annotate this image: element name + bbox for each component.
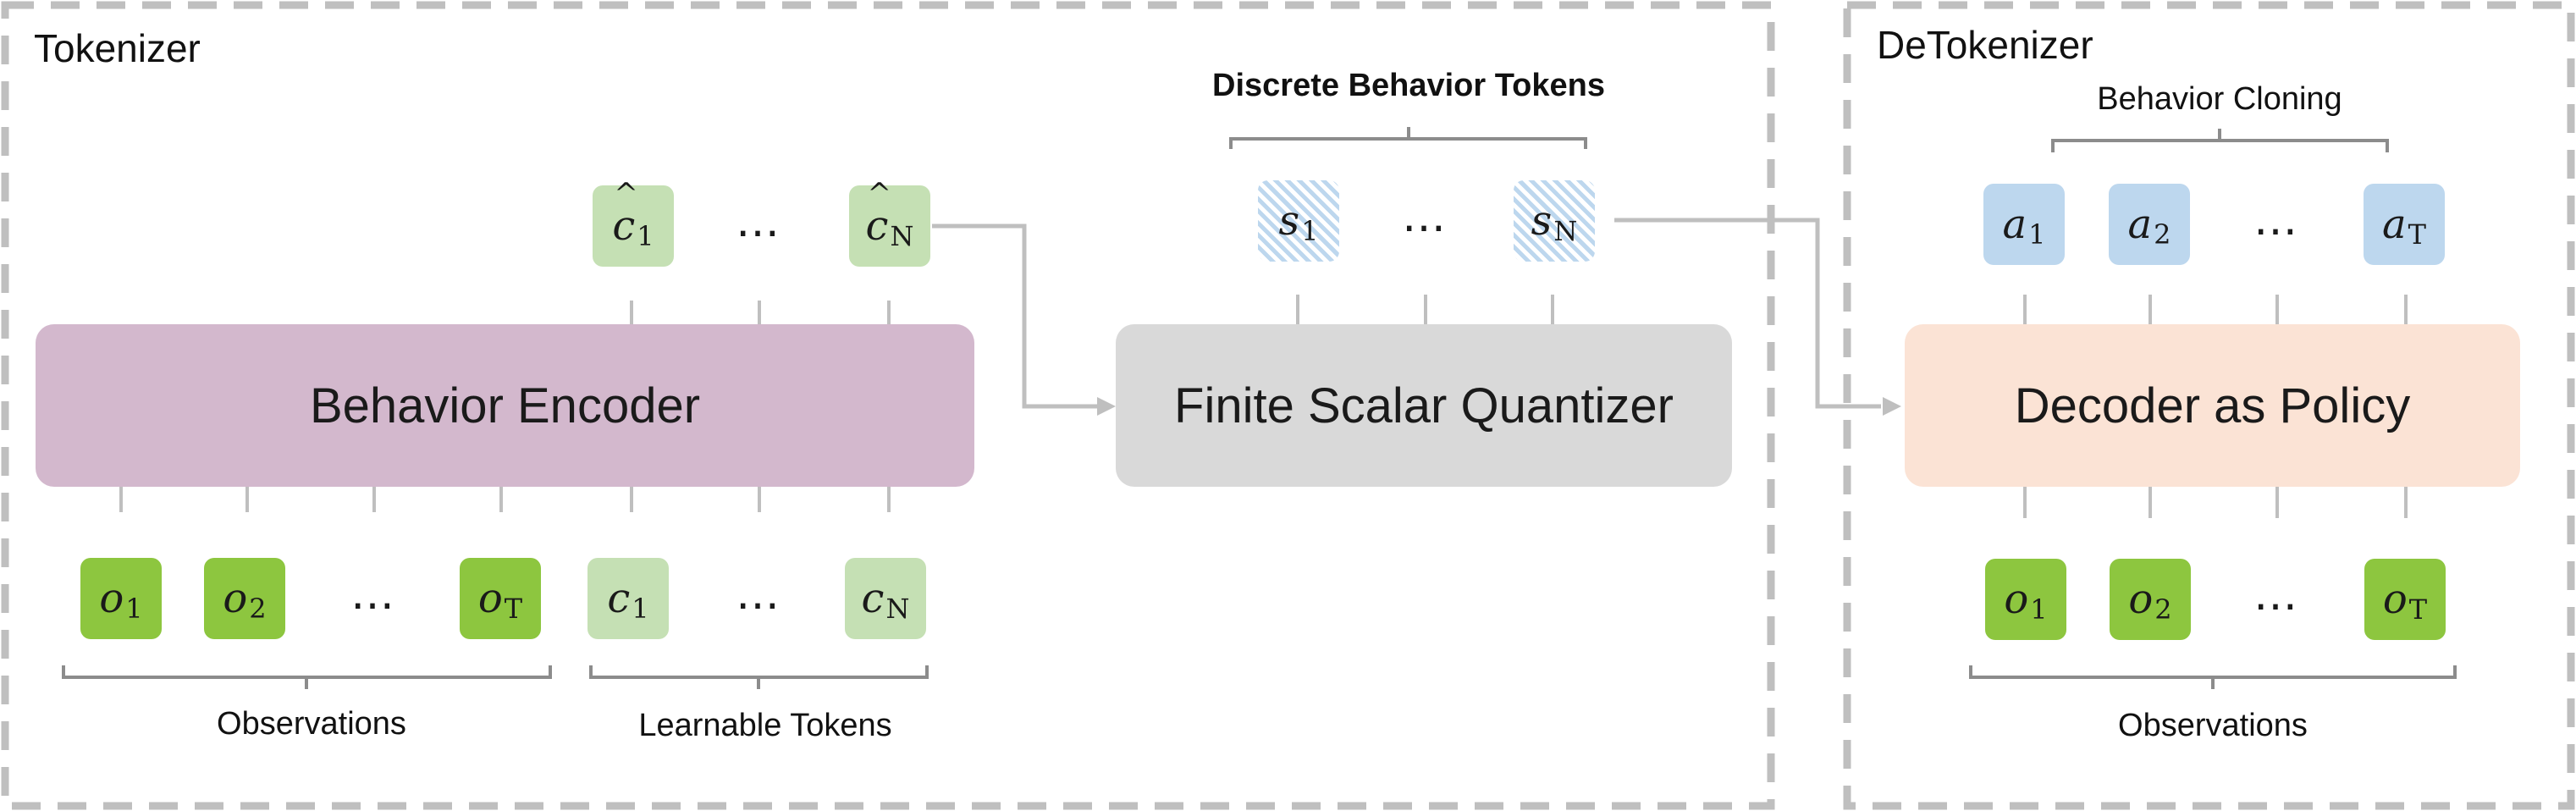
encoded-token: cN (849, 177, 930, 267)
tokenizer-border (1, 1, 1775, 810)
bracket-observations-right (1969, 665, 2457, 689)
arrowhead-decoder (1883, 397, 1901, 416)
behavior-encoder-block: Behavior Encoder (36, 324, 974, 487)
decoder-block: Decoder as Policy (1905, 324, 2520, 487)
bracket-behavior-cloning (2051, 129, 2389, 152)
ellipsis: … (736, 569, 783, 620)
ellipsis: … (2253, 195, 2301, 246)
hat-glyph: c (612, 177, 637, 250)
arrow-quantizer-to-decoder (1614, 218, 1881, 409)
observations-right-label: Observations (2118, 708, 2308, 743)
learnable-tokens-label: Learnable Tokens (638, 708, 892, 743)
quantizer-block: Finite Scalar Quantizer (1116, 324, 1732, 487)
observations-left-label: Observations (217, 706, 406, 742)
discrete-tokens-label: Discrete Behavior Tokens (1212, 68, 1605, 103)
hat-glyph: c (866, 177, 891, 250)
bracket-learnable-tokens (589, 665, 929, 689)
arrowhead-quantizer (1097, 397, 1116, 416)
detokenizer-border (1843, 1, 2575, 810)
bracket-observations-left (62, 665, 552, 689)
ellipsis: … (736, 196, 783, 247)
detokenizer-label: DeTokenizer (1877, 23, 2093, 67)
tokenizer-label: Tokenizer (34, 26, 201, 70)
ellipsis: … (1402, 191, 1449, 242)
ellipsis: … (2253, 570, 2301, 621)
arrow-encoder-to-quantizer (932, 223, 1099, 409)
bracket-discrete-tokens (1229, 127, 1587, 149)
encoded-token: c1 (593, 177, 674, 267)
behavior-cloning-label: Behavior Cloning (2097, 81, 2342, 117)
ellipsis: … (350, 569, 398, 620)
